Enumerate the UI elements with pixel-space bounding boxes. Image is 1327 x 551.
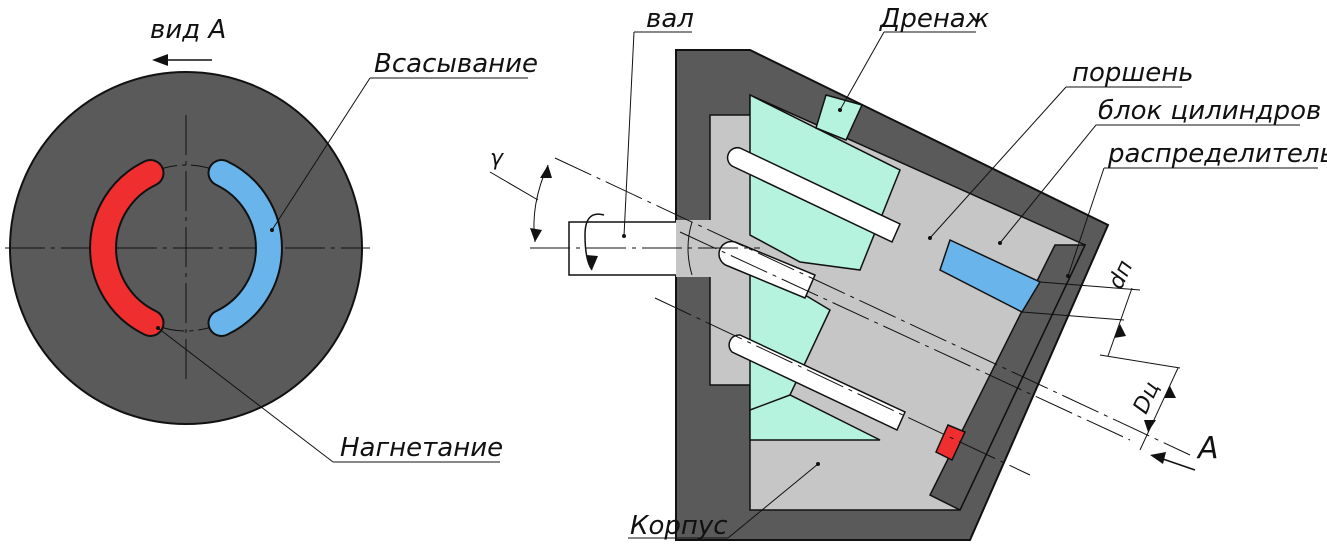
cylinder-block-label: блок цилиндров — [1098, 96, 1321, 126]
cylinder-block-dot — [998, 241, 1002, 245]
piston-dia-arrow — [1114, 324, 1126, 338]
piston-bottom — [728, 334, 906, 432]
suction-dot — [270, 228, 274, 232]
cylinder-block-leader — [999, 124, 1097, 244]
shaft-rotation-arrow — [584, 213, 605, 271]
angle-label: γ — [490, 146, 504, 171]
view-arrow-label: А — [1196, 431, 1219, 466]
cylinder-dia-arrow-bottom — [1144, 420, 1156, 432]
shaft-rotation-arrow-head — [586, 255, 598, 270]
piston-dot — [928, 236, 932, 240]
housing-leader — [727, 463, 819, 539]
piston-middle — [718, 240, 816, 299]
housing-dot — [816, 462, 820, 466]
suction-port-fill — [209, 161, 281, 335]
view-a: вид А Всасывание Нагнетание — [5, 15, 538, 463]
drain-channel — [815, 94, 864, 141]
cylinder-diameter-label: Dц — [1129, 378, 1165, 417]
piston-label: поршень — [1072, 58, 1194, 88]
distributor-plate — [928, 244, 1087, 512]
shaft-leader — [623, 31, 635, 237]
drain-dot — [838, 108, 842, 112]
block-axis — [554, 157, 1191, 456]
angle-arrow-bottom — [530, 228, 542, 242]
discharge-dot — [156, 326, 160, 330]
distributor-label: распределитель — [1107, 139, 1327, 169]
discharge-leader — [157, 327, 334, 463]
discharge-chamber — [935, 424, 967, 462]
drain-label: Дренаж — [879, 4, 990, 34]
distributor-dot — [1066, 274, 1070, 278]
drain-leader — [839, 31, 885, 111]
view-arrow-head — [1150, 452, 1166, 464]
suction-leader — [271, 77, 371, 231]
block-axis-lower — [654, 297, 1031, 476]
discharge-label: Нагнетание — [340, 433, 503, 463]
piston-leader — [929, 86, 1067, 239]
shaft-dot — [622, 234, 626, 238]
distributor-leader — [1067, 167, 1105, 277]
piston-dia-dim — [1107, 287, 1133, 357]
shaft-label: вал — [646, 4, 694, 34]
piston-dia-ext-1 — [1039, 281, 1141, 291]
housing-label: Корпус — [630, 511, 728, 541]
discharge-port-fill — [91, 161, 163, 335]
angle-arrow-top — [540, 165, 552, 178]
piston-top — [726, 146, 901, 244]
cylinder-dia-dim — [1139, 367, 1179, 451]
pump-section: γ вал Дренаж поршень блок цилиндров расп… — [489, 4, 1327, 541]
piston-dia-ext-2 — [1021, 311, 1125, 321]
rotation-arrow-head — [152, 54, 168, 66]
cylinder-dia-arrow-top — [1164, 386, 1176, 398]
piston-axis — [679, 231, 1131, 441]
view-title: вид А — [150, 15, 226, 45]
suction-label: Всасывание — [374, 49, 538, 79]
angle-leader — [489, 171, 539, 201]
cylinder-block-bottom — [749, 394, 881, 441]
view-arrow — [1159, 457, 1196, 471]
cylinder-dia-ext — [1099, 354, 1181, 369]
